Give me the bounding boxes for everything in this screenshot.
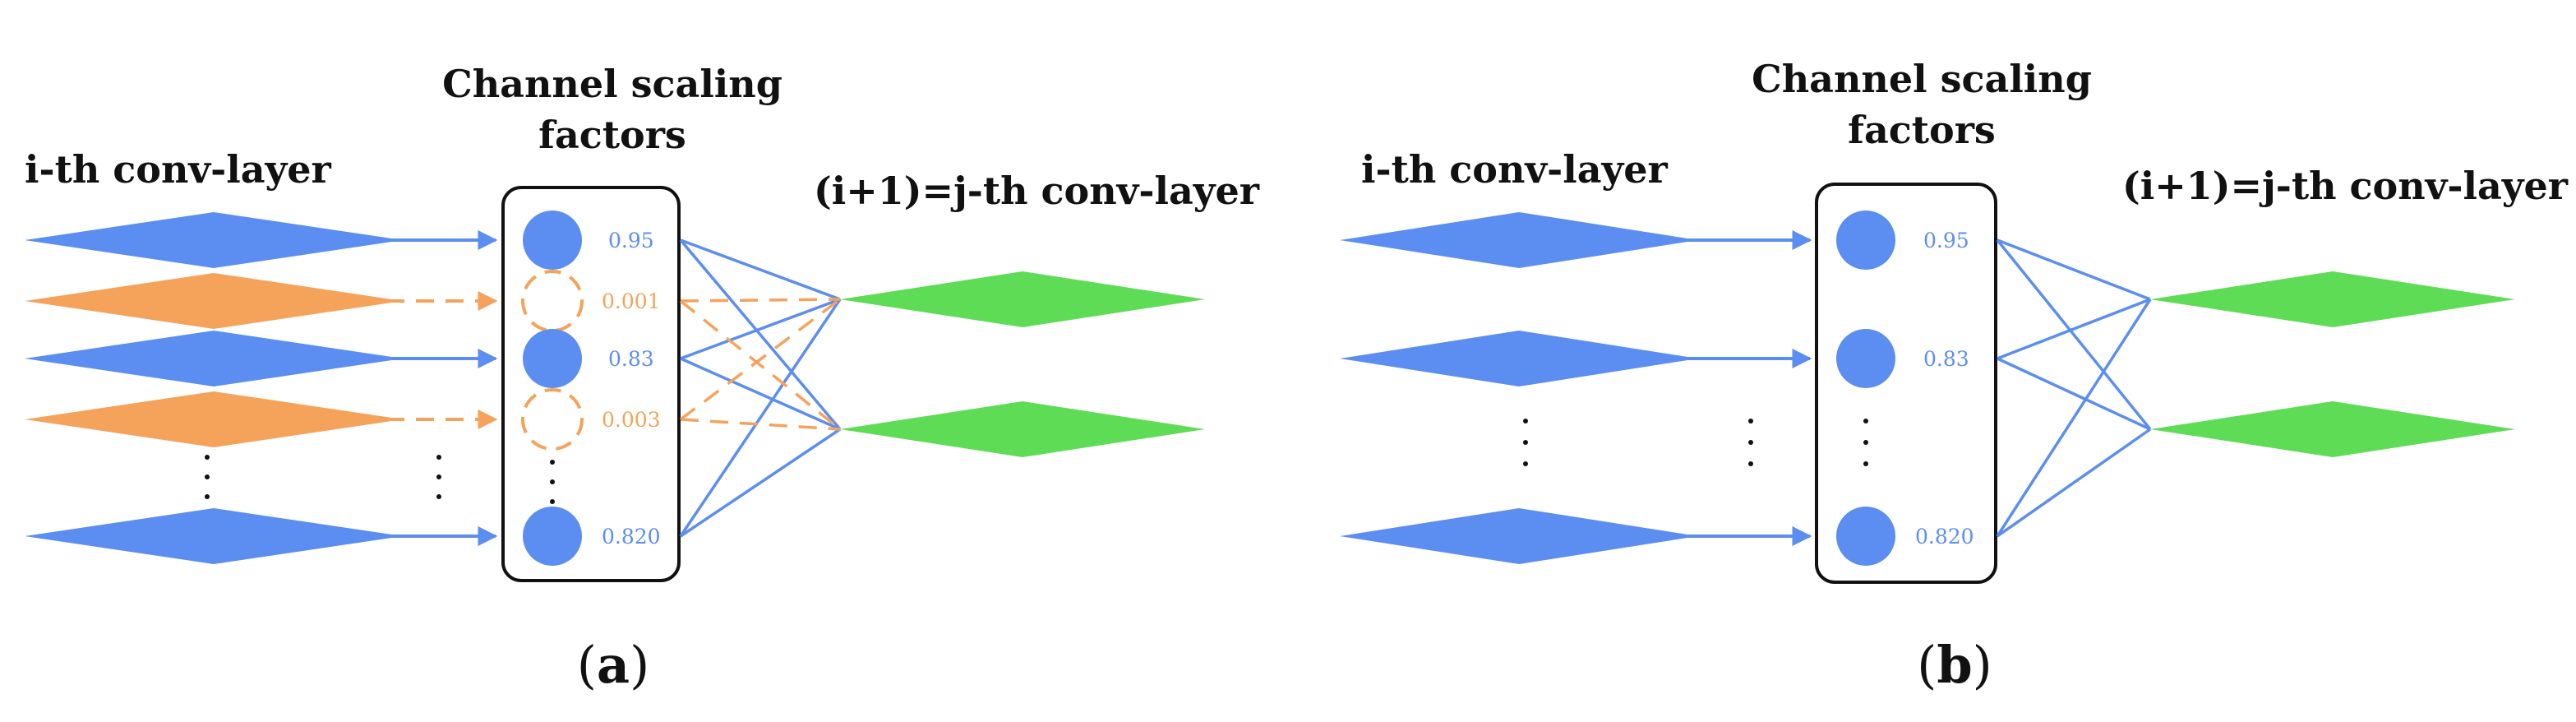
panel-a-factor-value-n: 0.820	[602, 525, 661, 548]
panel-a-middle-title-line1: Channel scaling	[442, 62, 782, 106]
panel-a-input-channel-4-pruned	[25, 391, 403, 447]
panel-b-left-title: i-th conv-layer	[1361, 147, 1669, 192]
panel-a-caption-close: )	[630, 635, 649, 695]
panel-a-factor-circle-4-pruned	[521, 388, 584, 451]
panel-a-factor-value-3: 0.83	[608, 347, 654, 371]
panel-a-factor-circle-n	[523, 507, 582, 566]
panel-b-factor-circle-n	[1836, 507, 1895, 566]
panel-b-middle-title-line2: factors	[1848, 108, 1996, 152]
panel-b-right-title: (i+1)=j-th conv-layer	[2122, 164, 2569, 208]
panel-a-factor-value-2: 0.001	[602, 289, 661, 313]
panel-a-input-channel-n	[25, 508, 403, 564]
panel-a-right-title: (i+1)=j-th conv-layer	[814, 169, 1260, 213]
panel-b-factor-value-n: 0.820	[1915, 525, 1974, 548]
panel-a-input-channel-1	[25, 212, 403, 268]
panel-a-factor-circle-1	[523, 211, 582, 270]
panel-b-middle-title-line1: Channel scaling	[1752, 57, 2092, 101]
panel-b-caption-close: )	[1973, 635, 1992, 695]
panel-b-caption-open: (	[1917, 635, 1937, 695]
panel-a-input-channel-3	[25, 331, 403, 386]
panel-b-input-channel-1	[1340, 212, 1698, 268]
panel-b-factor-value-1: 0.95	[1923, 229, 1969, 252]
panel-a-middle-title-line2: factors	[538, 113, 686, 157]
panel-a-left-title: i-th conv-layer	[25, 147, 332, 192]
panel-a: i-th conv-layer Channel scaling factors …	[25, 62, 1260, 695]
panel-b: i-th conv-layer Channel scaling factors …	[1340, 57, 2569, 695]
panel-b-factor-circle-1	[1836, 211, 1895, 270]
panel-b-ellipsis-dots	[1523, 419, 1868, 466]
panel-a-ellipsis-dots	[205, 455, 555, 504]
panel-a-caption: (a)	[577, 635, 650, 695]
panel-a-factor-value-1: 0.95	[608, 229, 654, 252]
panel-b-caption: (b)	[1917, 635, 1992, 695]
panel-a-factor-value-4: 0.003	[602, 408, 661, 432]
panel-b-caption-letter: b	[1937, 635, 1972, 695]
panel-a-factor-circle-2-pruned	[521, 270, 584, 332]
panel-b-input-channel-n	[1340, 508, 1698, 564]
panel-a-connections	[679, 238, 842, 538]
panel-b-factor-circle-2	[1836, 329, 1895, 388]
panel-a-caption-letter: a	[597, 635, 630, 695]
panel-b-input-channel-2	[1340, 331, 1698, 386]
panel-a-caption-open: (	[577, 635, 597, 695]
panel-b-output-channel-1	[2150, 271, 2515, 327]
panel-b-connections	[1996, 238, 2152, 538]
panel-a-output-channel-2	[840, 401, 1205, 457]
panel-a-scaling-factor-box	[501, 186, 681, 582]
panel-b-scaling-factor-box	[1815, 183, 1997, 584]
panel-a-factor-circle-3	[523, 329, 582, 388]
panel-b-output-channel-2	[2150, 401, 2515, 457]
panel-b-factor-value-2: 0.83	[1923, 347, 1969, 371]
panel-a-input-channel-2-pruned	[25, 273, 403, 329]
panel-a-output-channel-1	[840, 271, 1205, 327]
